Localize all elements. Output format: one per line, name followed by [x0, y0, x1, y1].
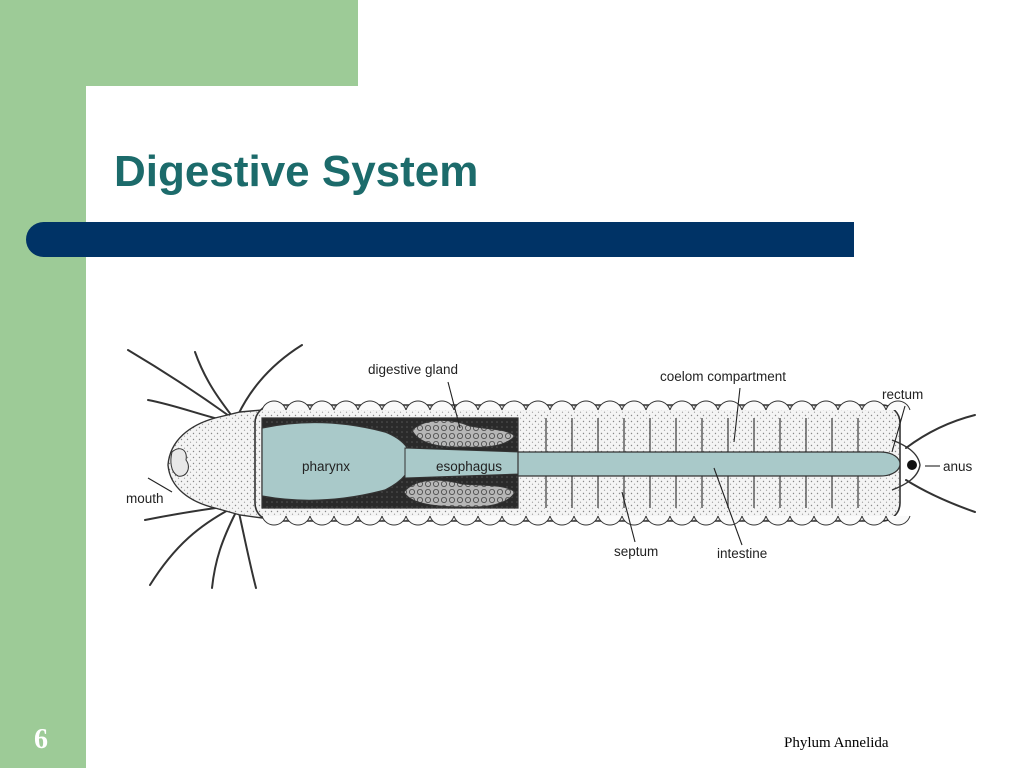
segment-ridge — [525, 515, 551, 526]
segment-ridge — [597, 400, 623, 411]
tail-cirri — [905, 414, 976, 513]
label-rectum: rectum — [882, 387, 923, 402]
label-pharynx: pharynx — [302, 459, 350, 474]
segment-ridge — [765, 515, 791, 526]
segment-ridge — [405, 400, 431, 411]
label-esophagus: esophagus — [436, 459, 502, 474]
footer-text: Phylum Annelida — [784, 735, 889, 751]
segment-ridge — [477, 515, 503, 526]
leader-lines — [147, 381, 940, 546]
label-intestine: intestine — [717, 546, 767, 561]
segment-ridge — [789, 400, 815, 411]
segment-ridge — [573, 515, 599, 526]
segment-ridge — [669, 400, 695, 411]
segment-ridges-bottom — [261, 515, 911, 526]
slide-number: 6 — [34, 724, 48, 755]
segment-ridge — [525, 400, 551, 411]
segment-ridge — [381, 515, 407, 526]
digestive-gland-upper — [411, 419, 516, 448]
segment-ridge — [621, 515, 647, 526]
segment-ridge — [885, 515, 911, 526]
segment-ridge — [453, 515, 479, 526]
segment-ridge — [381, 400, 407, 411]
segment-ridge — [597, 515, 623, 526]
segment-ridge — [885, 400, 911, 411]
segment-ridge — [333, 400, 359, 411]
segment-ridge — [861, 400, 887, 411]
segment-ridge — [285, 515, 311, 526]
segment-ridge — [261, 400, 287, 411]
top-green-band — [0, 0, 358, 86]
segment-ridge — [309, 515, 335, 526]
slide-title: Digestive System — [114, 147, 479, 196]
segment-ridge — [861, 515, 887, 526]
segment-ridge — [669, 515, 695, 526]
segment-ridge — [645, 400, 671, 411]
segment-ridge — [357, 515, 383, 526]
segment-ridge — [549, 515, 575, 526]
segment-ridge — [453, 400, 479, 411]
tail-tip — [891, 439, 921, 491]
segment-ridge — [261, 515, 287, 526]
segment-ridge — [333, 515, 359, 526]
segment-ridge — [285, 400, 311, 411]
segment-ridge — [429, 515, 455, 526]
anus-opening — [907, 460, 917, 470]
segment-ridge — [765, 400, 791, 411]
label-septum: septum — [614, 544, 658, 559]
segment-ridge — [813, 515, 839, 526]
intestine — [517, 451, 901, 477]
segment-ridge — [405, 515, 431, 526]
segment-ridge — [357, 400, 383, 411]
septa — [545, 418, 859, 508]
segment-ridge — [717, 515, 743, 526]
content-panel-corner — [86, 86, 206, 206]
label-coelom-compartment: coelom compartment — [660, 369, 786, 384]
head-lobes — [170, 448, 189, 477]
label-anus: anus — [943, 459, 973, 474]
segment-ridge — [573, 400, 599, 411]
segment-ridge — [741, 400, 767, 411]
segment-ridge — [741, 515, 767, 526]
segment-ridge — [789, 515, 815, 526]
label-mouth: mouth — [126, 491, 164, 506]
label-digestive-gland: digestive gland — [368, 362, 458, 377]
segment-ridge — [837, 515, 863, 526]
segment-ridge — [549, 400, 575, 411]
segment-ridge — [429, 400, 455, 411]
segment-ridge — [717, 400, 743, 411]
segment-ridge — [645, 515, 671, 526]
title-underline-bar — [26, 222, 854, 257]
segment-ridge — [477, 400, 503, 411]
segment-ridge — [693, 400, 719, 411]
segment-ridge — [813, 400, 839, 411]
segment-ridge — [309, 400, 335, 411]
segment-ridge — [501, 400, 527, 411]
segment-ridges-top — [261, 400, 911, 411]
digestive-gland-lower — [403, 479, 516, 508]
segment-ridge — [693, 515, 719, 526]
segment-ridge — [501, 515, 527, 526]
left-green-band — [0, 0, 86, 768]
segment-ridge — [621, 400, 647, 411]
segment-ridge — [837, 400, 863, 411]
